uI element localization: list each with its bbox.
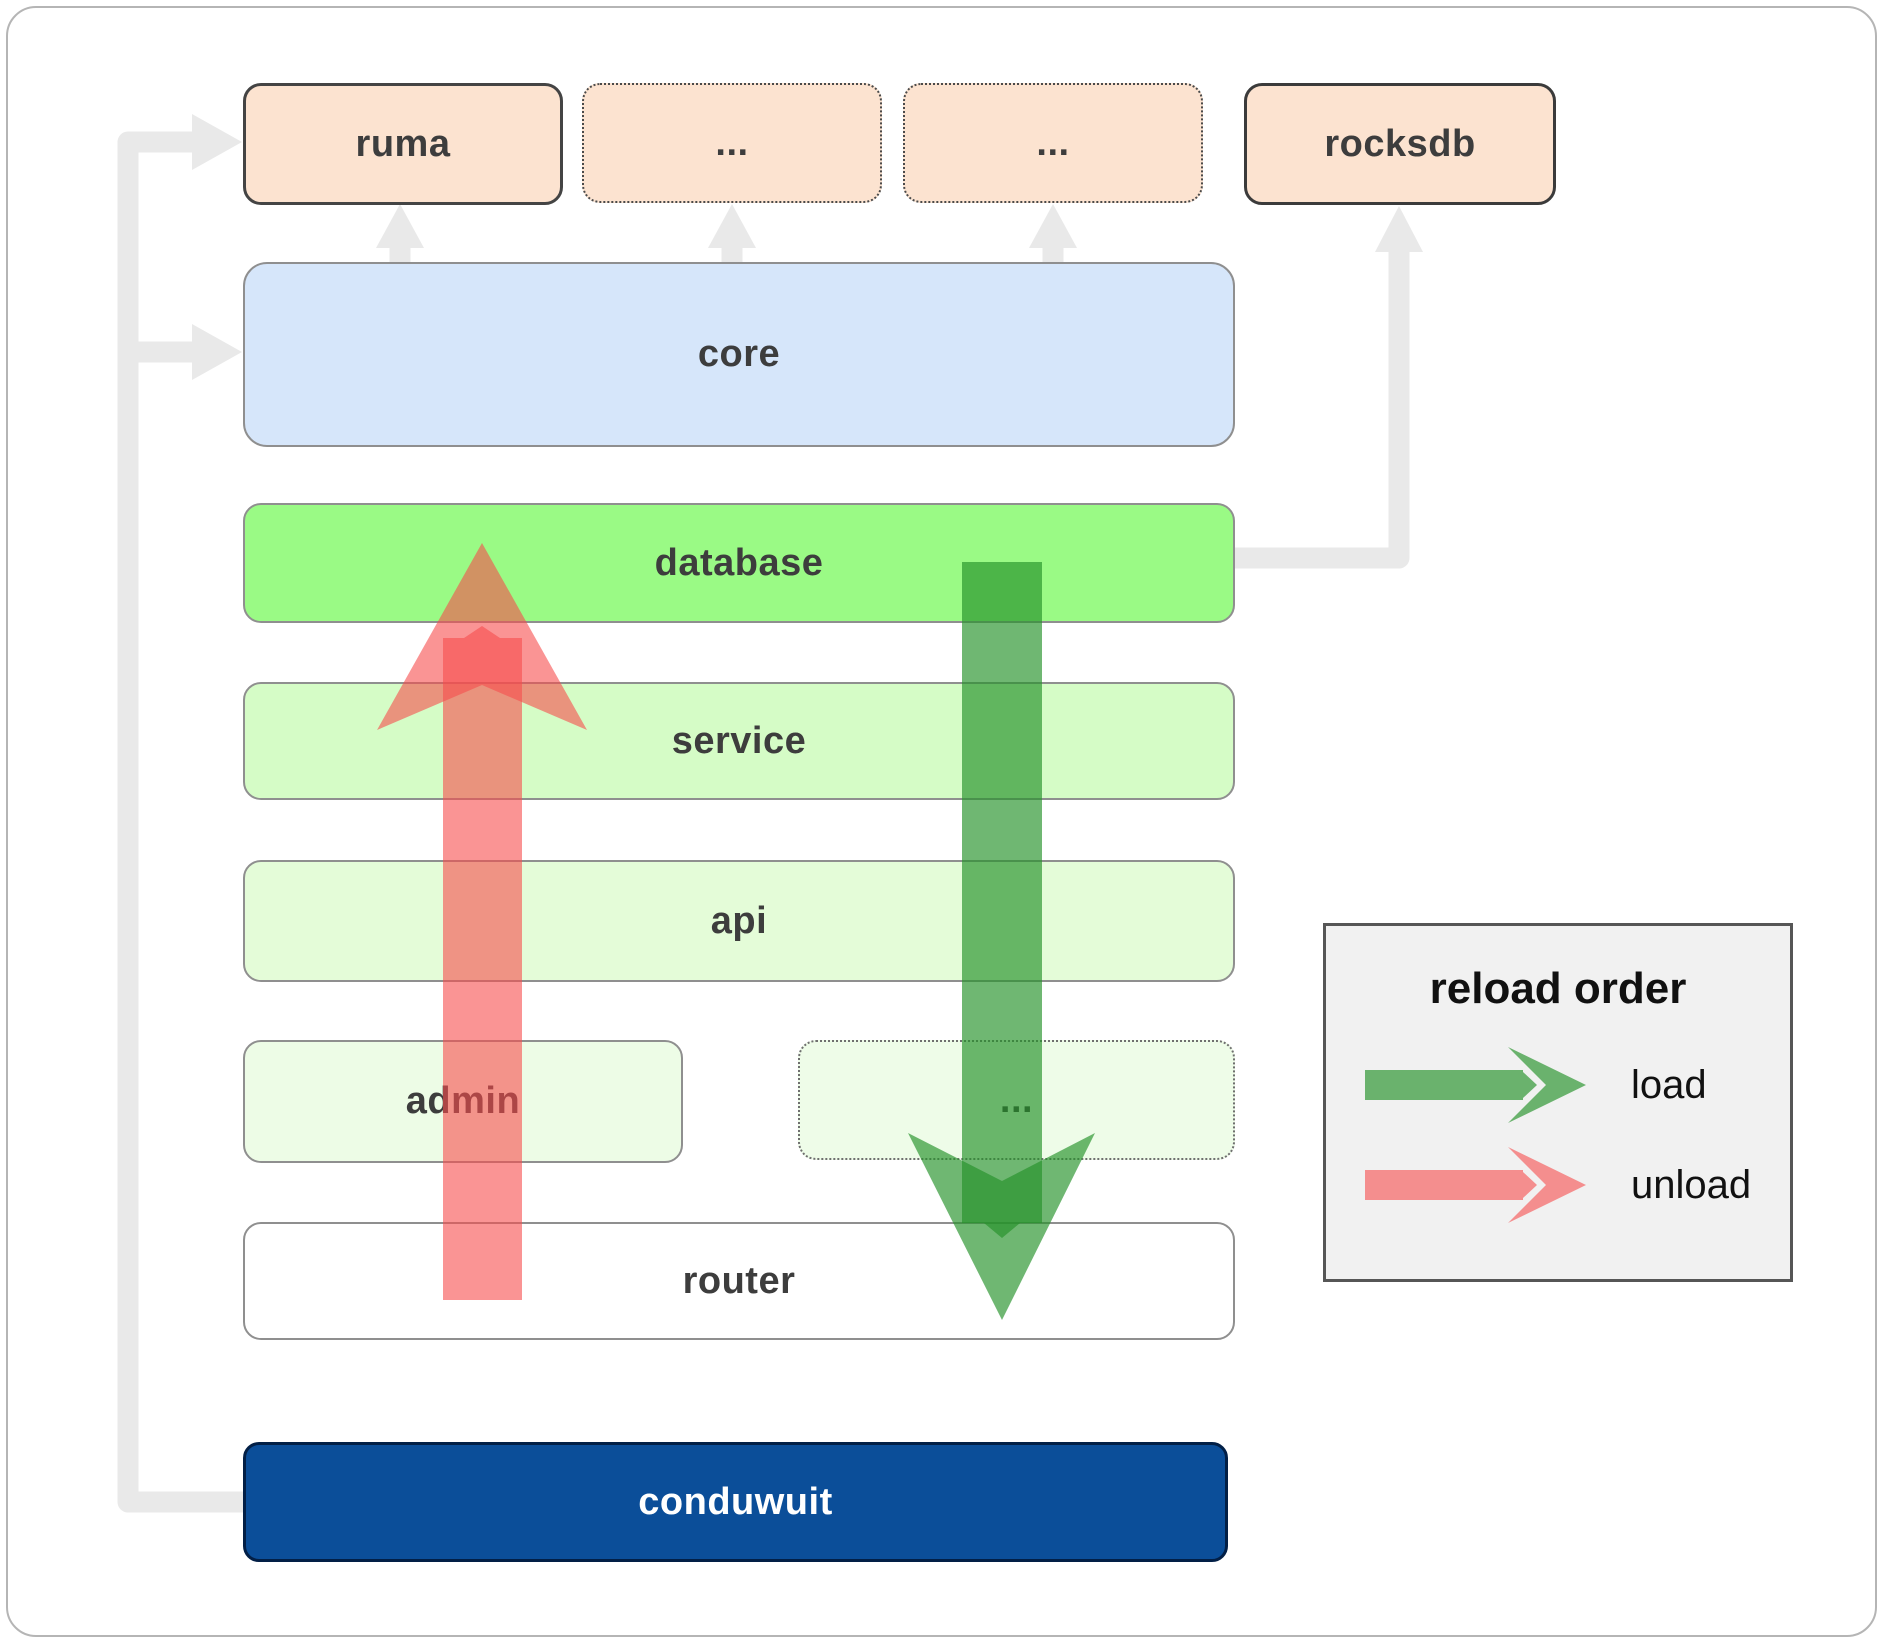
node-rocksdb: rocksdb: [1244, 83, 1556, 205]
node-ellipsis-3: ...: [798, 1040, 1235, 1160]
node-core-label: core: [697, 333, 781, 375]
node-ellipsis-2: ...: [903, 83, 1203, 203]
connector-database-to-rocksdb: [1235, 250, 1410, 569]
arrowhead-core-ellipsis2-icon: [1029, 204, 1077, 248]
node-ellipsis-1-label: ...: [715, 121, 749, 164]
node-ruma-label: ruma: [355, 122, 451, 165]
node-admin: admin: [243, 1040, 683, 1163]
node-conduwuit-label: conduwuit: [638, 1480, 833, 1523]
node-service: service: [243, 682, 1235, 800]
node-database-label: database: [654, 541, 824, 584]
legend-label-unload: unload: [1631, 1162, 1752, 1207]
arrowhead-into-ruma-icon: [192, 114, 242, 170]
node-api-label: api: [710, 899, 768, 942]
node-ellipsis-1: ...: [582, 83, 882, 203]
node-ellipsis-3-label: ...: [999, 1078, 1034, 1121]
node-router-label: router: [682, 1259, 796, 1302]
node-core: core: [243, 262, 1235, 447]
legend-item-load: load: [1363, 1038, 1781, 1132]
node-ruma: ruma: [243, 83, 563, 205]
node-ellipsis-2-label: ...: [1036, 121, 1070, 164]
arrowhead-into-rocksdb-icon: [1375, 206, 1423, 252]
load-arrow-icon: [1365, 1047, 1586, 1123]
legend-box: reload order load unload: [1323, 923, 1793, 1282]
node-admin-label: admin: [405, 1080, 521, 1122]
node-rocksdb-label: rocksdb: [1324, 122, 1476, 165]
unload-arrow-icon: [1365, 1147, 1586, 1223]
arrowhead-into-core-icon: [192, 324, 242, 380]
arrowhead-core-ellipsis1-icon: [708, 204, 756, 248]
legend-title: reload order: [1429, 964, 1687, 1013]
arrowhead-core-ruma-icon: [376, 204, 424, 248]
legend-label-load: load: [1631, 1062, 1707, 1107]
legend-item-unload: unload: [1363, 1138, 1781, 1232]
node-router: router: [243, 1222, 1235, 1340]
node-conduwuit: conduwuit: [243, 1442, 1228, 1562]
connector-conduwuit-to-ruma: [117, 131, 243, 1513]
node-api: api: [243, 860, 1235, 982]
node-service-label: service: [671, 719, 807, 762]
node-database: database: [243, 503, 1235, 623]
